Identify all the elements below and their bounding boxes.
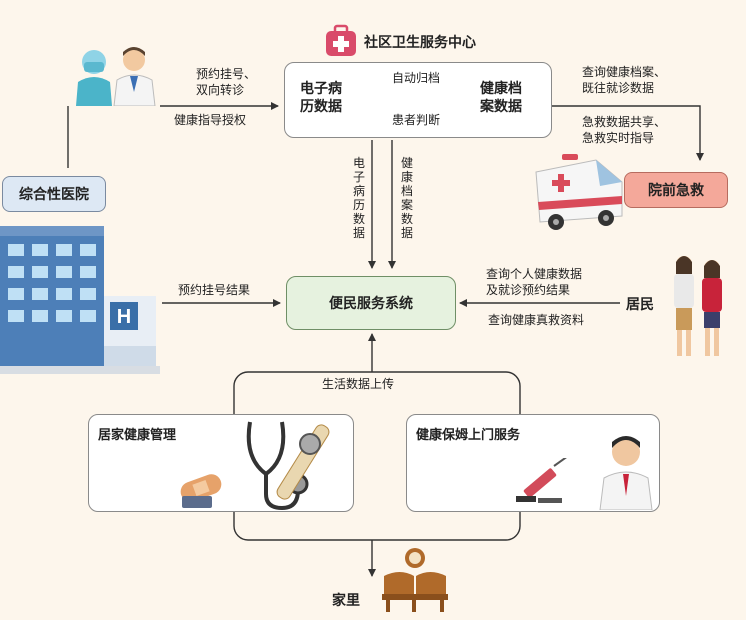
vertical-emr-label: 电子病历数据 (352, 156, 365, 240)
home-label: 家里 (332, 593, 360, 609)
emergency-arrow (552, 105, 704, 161)
hospital-building-icon: H (0, 226, 160, 374)
emergency-share-label: 急救数据共享、 急救实时指导 (582, 115, 667, 145)
syringe-icon (516, 458, 567, 503)
patient-judgment-label: 患者判断 (392, 113, 441, 127)
query-records-label: 查询健康档案、 既往就诊数据 (582, 65, 667, 95)
hospital-label: 综合性医院 (2, 176, 106, 212)
residents-icon (674, 256, 722, 356)
bandage-icon (180, 474, 222, 508)
nanny-service-label: 健康保姆上门服务 (416, 428, 521, 443)
home-health-label: 居家健康管理 (98, 428, 177, 443)
emergency-label: 院前急救 (624, 172, 728, 208)
community-center-box (284, 62, 552, 138)
health-guidance-label: 健康指导授权 (174, 113, 247, 127)
health-records-label: 健康档 案数据 (480, 81, 522, 115)
center-title: 社区卫生服务中心 (364, 35, 476, 51)
svg-text:H: H (117, 306, 131, 328)
vertical-health-label: 健康档案数据 (400, 156, 413, 240)
home-furniture-icon (382, 548, 448, 612)
stethoscope-icon (246, 421, 330, 511)
upload-label: 生活数据上传 (322, 377, 395, 391)
doctors-icon (76, 47, 156, 106)
emr-data-label: 电子病 历数据 (300, 81, 342, 115)
doctor-avatar-icon (599, 436, 653, 510)
appointment-referral-label: 预约挂号、 双向转诊 (196, 67, 257, 97)
ambulance-icon (535, 154, 623, 230)
residents-label: 居民 (626, 297, 654, 313)
service-system-box: 便民服务系统 (286, 276, 456, 330)
auto-archive-label: 自动归档 (392, 71, 441, 85)
medical-kit-icon (326, 24, 356, 56)
query-first-aid-label: 查询健康真救资料 (488, 313, 585, 327)
appointment-result-label: 预约挂号结果 (178, 283, 251, 297)
query-personal-label: 查询个人健康数据 及就诊预约结果 (486, 267, 583, 297)
